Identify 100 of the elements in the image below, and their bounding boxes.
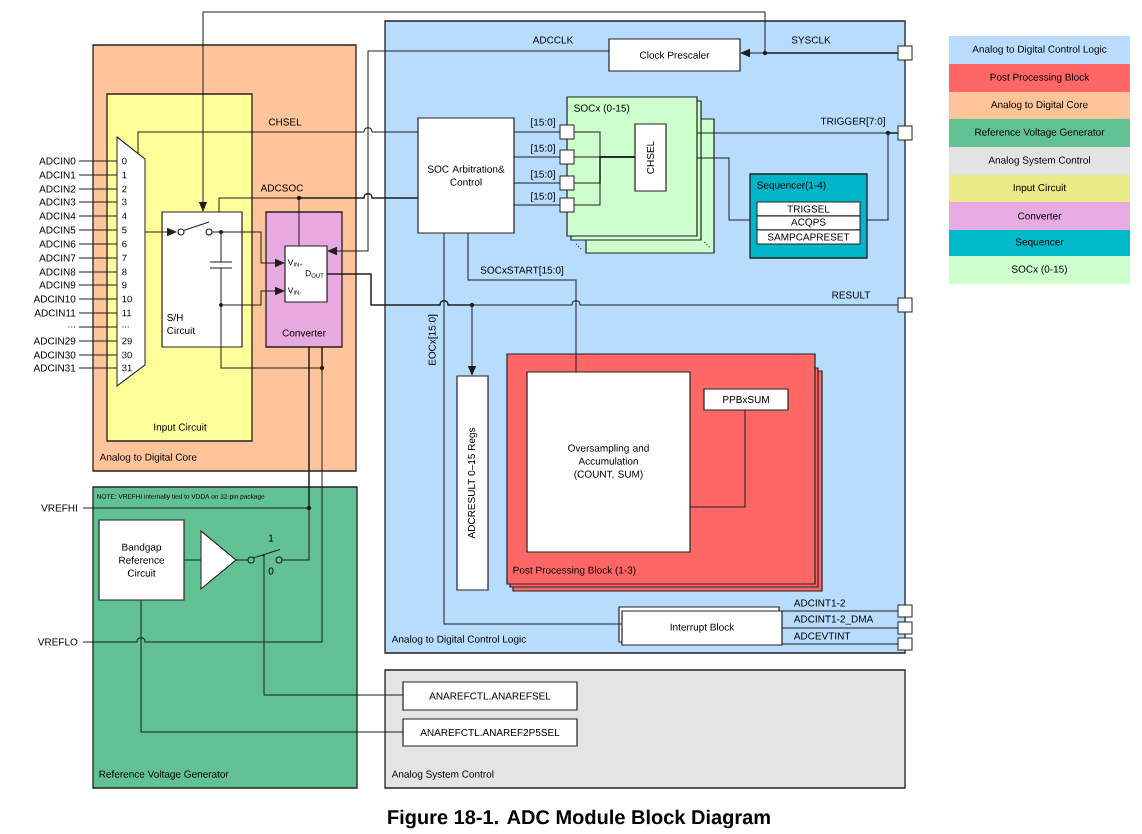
- connector: [144, 228, 177, 236]
- connector: [78, 354, 118, 356]
- connector: [696, 157, 751, 221]
- connector: [263, 564, 404, 696]
- pin-label: ADCIN30: [33, 351, 76, 359]
- connector: [781, 610, 899, 612]
- connector: [137, 127, 419, 154]
- connector: [78, 340, 118, 342]
- edge-label: ADCSOC: [260, 183, 304, 193]
- edge-label: SOCxSTART[15:0]: [479, 265, 565, 277]
- connector: [220, 346, 323, 369]
- port-square: [559, 175, 575, 191]
- multiplexer: 0 1 2 3 4 5 6 7 8 9 10 11 ... 29 30 31: [116, 136, 146, 387]
- port-square: [559, 197, 575, 213]
- register-box: PPBxSUM: [703, 388, 789, 411]
- legend-label: SOCx (0-15): [1011, 265, 1067, 275]
- port-square: [559, 124, 575, 140]
- connector: [443, 232, 623, 625]
- connector: [78, 160, 118, 162]
- pin-label: ADCIN11: [34, 309, 76, 317]
- connector: [199, 11, 899, 212]
- edge-label: [15:0]: [529, 191, 557, 203]
- register-row: ACQPS: [756, 215, 861, 231]
- register-row: SAMPCAPRESET: [756, 229, 861, 245]
- port-square: [897, 604, 913, 618]
- connector: [78, 243, 118, 245]
- process-box: Clock Prescaler: [608, 38, 741, 72]
- port-square: [897, 125, 913, 141]
- connector: [467, 232, 577, 373]
- connector: [78, 188, 118, 190]
- register-box: ANAREFCTL.ANAREFSEL: [402, 681, 578, 711]
- process-box: Interrupt Block: [618, 606, 783, 646]
- port-square: [559, 149, 575, 165]
- edge-label: SYSCLK: [790, 35, 832, 45]
- connector: [513, 204, 561, 206]
- process-box: Oversampling and Accumulation (COUNT, SUM): [526, 371, 691, 553]
- pin-label: ADCIN0: [39, 157, 76, 165]
- pin-label: ADCIN2: [39, 185, 76, 193]
- connector: [78, 215, 118, 217]
- pin-label: ADCIN4: [39, 212, 76, 220]
- edge-label: ADCEVTINT: [793, 631, 852, 641]
- connector: [78, 271, 118, 273]
- legend-label: Sequencer: [1015, 238, 1064, 248]
- circuit-box: S/H Circuit: [161, 211, 243, 348]
- connector: [78, 298, 118, 300]
- position-label: 0: [268, 567, 274, 575]
- pin-label: ADCIN31: [33, 364, 76, 372]
- pin-label: ADCIN6: [39, 240, 76, 248]
- edge-label: RESULT: [831, 290, 871, 300]
- port-square: [897, 297, 913, 313]
- connector: [78, 174, 118, 176]
- pin-label: ...: [68, 326, 75, 328]
- register-box: ADCRESULT 0–15 Regs: [456, 375, 489, 591]
- connector: [241, 231, 285, 267]
- process-box: Bandgap Reference Circuit: [98, 519, 185, 601]
- connector: [866, 132, 899, 221]
- pin-label: ADCIN5: [39, 226, 76, 234]
- edge-label: [15:0]: [529, 143, 557, 155]
- legend-label: Analog System Control: [988, 156, 1090, 166]
- pin-label: ADCIN9: [39, 281, 76, 289]
- legend-label: Analog to Digital Control Logic: [972, 45, 1107, 55]
- edge-label: [15:0]: [529, 169, 557, 181]
- connector: [183, 559, 202, 561]
- legend-label: Converter: [1018, 212, 1062, 220]
- connector: [78, 326, 118, 328]
- legend-label: Analog to Digital Core: [990, 100, 1088, 111]
- connector: [140, 599, 404, 733]
- connector: [241, 287, 285, 306]
- connector: [326, 273, 476, 376]
- connector: [327, 50, 610, 255]
- pin-label: ADCIN3: [39, 198, 76, 206]
- amplifier-symbol: [200, 530, 237, 590]
- connector: [513, 131, 561, 133]
- connector: [78, 229, 118, 231]
- legend-label: Reference Voltage Generator: [975, 128, 1105, 138]
- caption: Figure 18-1. ADC Module Block Diagram: [388, 809, 770, 829]
- legend-label: Input Circuit: [1013, 183, 1067, 194]
- connector: [286, 346, 310, 561]
- edge-label: CHSEL: [267, 117, 303, 127]
- edge-label: TRIGGER[7:0]: [819, 116, 887, 128]
- port-square: [897, 45, 913, 61]
- pin-label: ADCIN10: [33, 295, 76, 303]
- position-label: 1: [269, 534, 274, 542]
- connector: [78, 284, 118, 286]
- connector: [513, 182, 561, 184]
- edge-label: ADCCLK: [532, 35, 574, 45]
- connector: [78, 367, 118, 369]
- port-square: [897, 621, 913, 635]
- legend-label: Post Processing Block: [990, 73, 1090, 83]
- connector: [78, 312, 118, 314]
- connector: [82, 346, 323, 643]
- connector: [689, 409, 746, 508]
- connector: [235, 559, 244, 561]
- register-box: ANAREFCTL.ANAREF2P5SEL: [402, 718, 578, 747]
- pin-label: VREFHI: [41, 504, 77, 512]
- register-box: CHSEL: [634, 123, 667, 192]
- pin-label: VREFLO: [37, 638, 78, 646]
- pin-label: ADCIN29: [33, 337, 76, 345]
- connector: [781, 627, 899, 629]
- pin-label: ADCIN1: [39, 171, 76, 179]
